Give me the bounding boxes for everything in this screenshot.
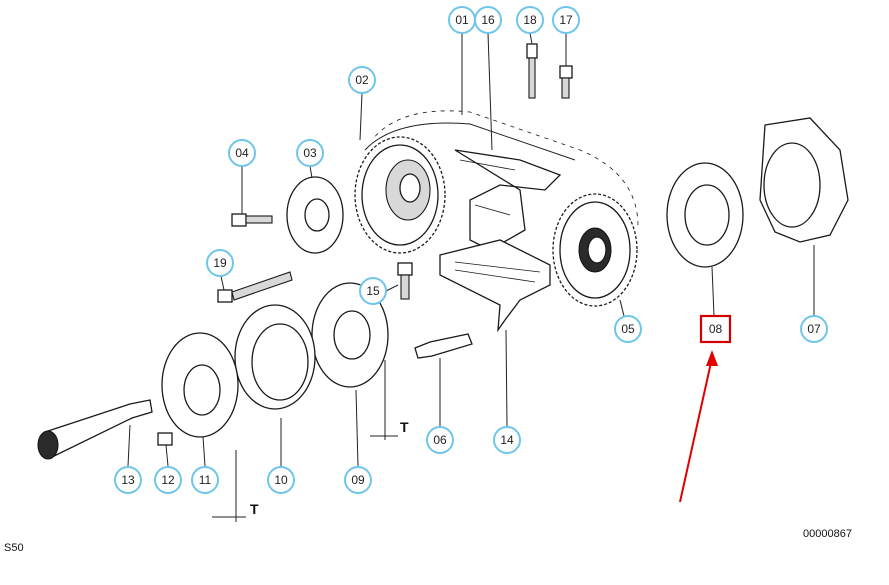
callout-03-label: 03 [303, 146, 317, 160]
callout-16[interactable]: 16 [474, 6, 502, 34]
nut-12 [157, 432, 173, 446]
bolt-04 [231, 213, 273, 227]
callout-15-label: 15 [366, 284, 380, 298]
callout-19-label: 19 [213, 256, 227, 270]
callout-09-label: 09 [351, 473, 365, 487]
dimension-mark-upper-label: T [400, 419, 409, 435]
callout-19[interactable]: 19 [206, 249, 234, 277]
callout-07-label: 07 [807, 322, 821, 336]
callout-11-label: 11 [199, 473, 212, 487]
callout-12-label: 12 [161, 473, 175, 487]
callout-16-label: 16 [481, 13, 495, 27]
dimension-mark-lower: T [212, 450, 259, 522]
callout-10[interactable]: 10 [267, 466, 295, 494]
diagram-number: 00000867 [803, 528, 852, 540]
callout-11[interactable]: 11 [191, 466, 219, 494]
callout-13[interactable]: 13 [114, 466, 142, 494]
camshaft-sprocket [354, 136, 446, 254]
plate-08 [666, 162, 744, 268]
callout-14[interactable]: 14 [493, 426, 521, 454]
callout-10-label: 10 [274, 473, 288, 487]
callout-18-label: 18 [523, 13, 537, 27]
callout-18[interactable]: 18 [516, 6, 544, 34]
callout-03[interactable]: 03 [296, 139, 324, 167]
callout-07[interactable]: 07 [800, 315, 828, 343]
bolt-17 [559, 65, 573, 99]
callout-08-label: 08 [709, 322, 723, 336]
stud-06 [414, 333, 473, 359]
bolt-19 [217, 271, 293, 303]
callout-12[interactable]: 12 [154, 466, 182, 494]
disc-09 [311, 282, 389, 388]
bolt-18 [526, 43, 538, 99]
callout-05[interactable]: 05 [614, 315, 642, 343]
highlight-arrow [679, 350, 718, 503]
engine-code: S50 [4, 542, 24, 554]
callout-06-label: 06 [433, 433, 447, 447]
callout-15[interactable]: 15 [359, 277, 387, 305]
callout-17[interactable]: 17 [552, 6, 580, 34]
washer-plate-03 [286, 176, 344, 254]
callout-08[interactable]: 08 [699, 314, 732, 344]
disc-11 [161, 332, 239, 438]
tensioner-rail [454, 149, 562, 251]
callout-02-label: 02 [355, 73, 369, 87]
callout-04[interactable]: 04 [228, 139, 256, 167]
chain-guide [439, 239, 551, 333]
ring-10 [234, 304, 316, 410]
callout-05-label: 05 [621, 322, 635, 336]
callout-01-label: 01 [455, 13, 469, 27]
callout-17-label: 17 [559, 13, 573, 27]
callout-04-label: 04 [235, 146, 249, 160]
dimension-mark-lower-label: T [250, 501, 259, 517]
dimension-mark-upper: T [370, 360, 409, 440]
leader-lines [127, 32, 815, 467]
callout-14-label: 14 [500, 433, 514, 447]
shaft-13 [37, 399, 153, 460]
callout-06[interactable]: 06 [426, 426, 454, 454]
callout-09[interactable]: 09 [344, 466, 372, 494]
timing-chain [364, 109, 640, 231]
callout-02[interactable]: 02 [348, 66, 376, 94]
callout-13-label: 13 [121, 473, 135, 487]
bolt-15 [397, 262, 413, 300]
cover-07 [759, 117, 849, 243]
callout-01[interactable]: 01 [448, 6, 476, 34]
crankshaft-sprocket [552, 193, 638, 307]
